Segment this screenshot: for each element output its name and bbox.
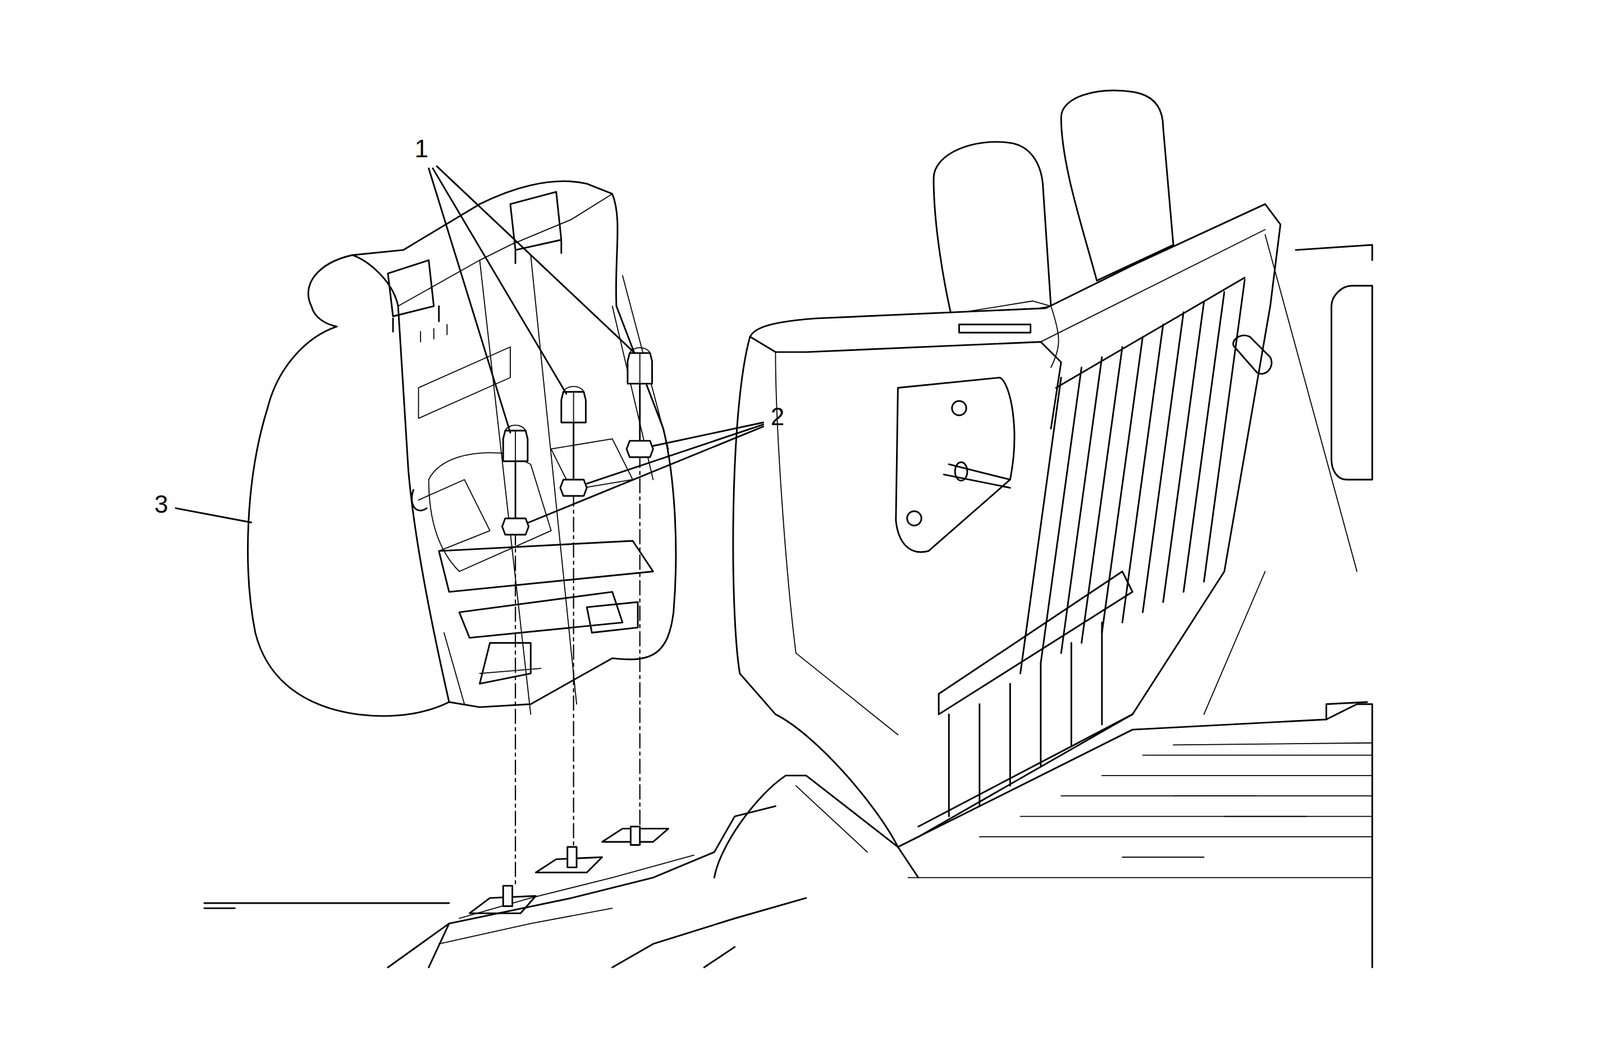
bolts	[501, 347, 653, 886]
console-backrest	[247, 181, 676, 716]
callout-number: 2	[770, 404, 785, 429]
callout-number: 1	[414, 136, 428, 162]
nuts	[501, 440, 653, 535]
leader-lines	[175, 166, 764, 523]
callout-number: 3	[154, 491, 168, 517]
floor-panel	[204, 701, 1373, 967]
rear-seat	[733, 90, 1373, 847]
